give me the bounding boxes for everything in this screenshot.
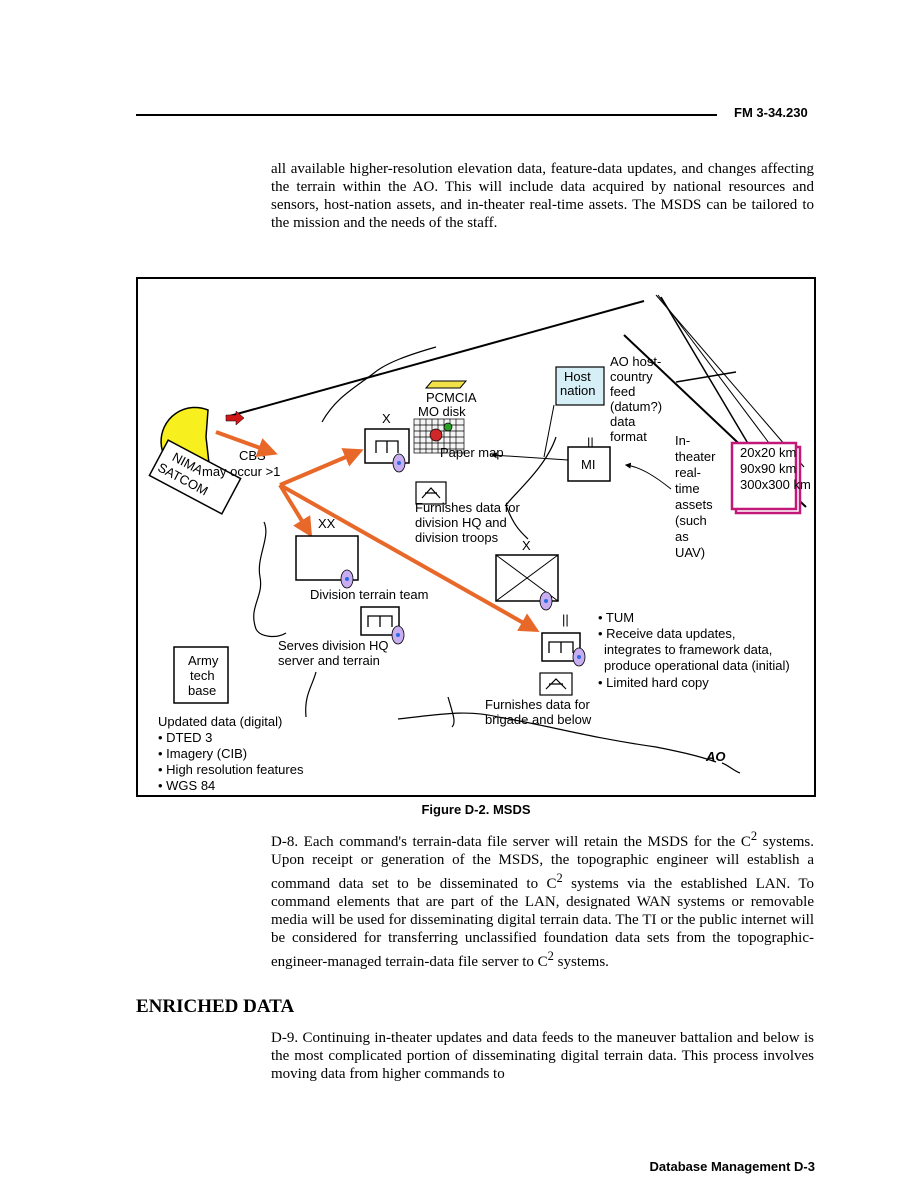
svg-text:time: time xyxy=(675,481,700,496)
div-hq-echelon: X xyxy=(382,411,391,426)
svg-text:division HQ and: division HQ and xyxy=(415,515,507,530)
tum-echelon: || xyxy=(562,612,569,627)
svg-text:(datum?): (datum?) xyxy=(610,399,662,414)
svg-text:300x300 km: 300x300 km xyxy=(740,477,811,492)
svg-text:• WGS 84: • WGS 84 xyxy=(158,778,215,793)
svg-text:• Limited hard copy: • Limited hard copy xyxy=(598,675,709,690)
svg-text:real-: real- xyxy=(675,465,701,480)
may-occur-label: may occur >1 xyxy=(202,464,280,479)
ao-host-feed-text: AO host- country feed (datum?) data form… xyxy=(610,354,662,444)
host-label: Host xyxy=(564,369,591,384)
pcmcia-label: PCMCIA xyxy=(426,390,477,405)
svg-text:• Receive data updates,: • Receive data updates, xyxy=(598,626,736,641)
svg-text:Army: Army xyxy=(188,653,219,668)
furnishes-brigade-text: Furnishes data for brigade and below xyxy=(485,697,592,727)
header-rule xyxy=(136,114,717,116)
svg-text:integrates to framework data,: integrates to framework data, xyxy=(604,642,772,657)
coverage-area-boxes: 20x20 km 90x90 km 300x300 km xyxy=(730,441,811,515)
updated-data-list: Updated data (digital) • DTED 3 • Imager… xyxy=(158,714,304,793)
header-doc-id: FM 3-34.230 xyxy=(734,105,808,120)
svg-text:assets: assets xyxy=(675,497,713,512)
pcmcia-card-icon xyxy=(424,380,468,389)
svg-text:theater: theater xyxy=(675,449,716,464)
svg-text:• TUM: • TUM xyxy=(598,610,634,625)
in-theater-text: In- theater real- time assets (such as U… xyxy=(675,433,716,560)
paragraph-2: D-8. Each command's terrain-data file se… xyxy=(271,829,814,970)
div-echelon: XX xyxy=(318,516,336,531)
bde-echelon: X xyxy=(522,538,531,553)
serves-division-label-2: server and terrain xyxy=(278,653,380,668)
svg-text:Furnishes data for: Furnishes data for xyxy=(415,500,520,515)
ao-label: AO xyxy=(705,749,726,764)
svg-text:tech: tech xyxy=(190,668,215,683)
svg-text:• High resolution features: • High resolution features xyxy=(158,762,304,777)
feed-arrows xyxy=(490,404,672,490)
mi-label: MI xyxy=(581,457,595,472)
area-boundary-lines xyxy=(253,346,741,774)
disk-icon xyxy=(572,647,586,667)
nation-label: nation xyxy=(560,383,595,398)
svg-text:(such: (such xyxy=(675,513,707,528)
paragraph-3: D-9. Continuing in-theater updates and d… xyxy=(271,1030,814,1082)
disk-icon xyxy=(340,569,354,589)
nima-satcom-box: NIMA SATCOM xyxy=(148,439,242,515)
svg-text:division troops: division troops xyxy=(415,530,499,545)
section-heading: ENRICHED DATA xyxy=(136,996,295,1017)
svg-text:20x20 km: 20x20 km xyxy=(740,445,796,460)
serves-division-label: Serves division HQ xyxy=(278,638,389,653)
disk-icon xyxy=(539,591,553,611)
mi-echelon: || xyxy=(587,435,594,450)
svg-text:• Imagery (CIB): • Imagery (CIB) xyxy=(158,746,247,761)
figure-frame xyxy=(136,277,816,797)
svg-text:Furnishes data for: Furnishes data for xyxy=(485,697,590,712)
svg-text:format: format xyxy=(610,429,647,444)
svg-text:base: base xyxy=(188,683,216,698)
paper-map-grid-icon xyxy=(413,418,465,454)
disk-icon xyxy=(392,453,406,473)
svg-text:feed: feed xyxy=(610,384,635,399)
page-footer: Database Management D-3 xyxy=(649,1159,815,1174)
army-tech-base-box xyxy=(173,646,229,704)
paragraph-1: all available higher-resolution elevatio… xyxy=(271,161,814,231)
svg-text:90x90 km: 90x90 km xyxy=(740,461,796,476)
svg-text:produce operational data (init: produce operational data (initial) xyxy=(604,658,790,673)
svg-text:In-: In- xyxy=(675,433,690,448)
dissemination-arrows xyxy=(215,430,540,632)
svg-text:country: country xyxy=(610,369,653,384)
paper-map-label: Paper map xyxy=(440,445,504,460)
svg-text:UAV): UAV) xyxy=(675,545,705,560)
msds-diagram: NIMA SATCOM CBS may occur >1 PCMCIA MO d… xyxy=(148,294,811,793)
tum-description: • TUM • Receive data updates, integrates… xyxy=(598,610,790,690)
svg-text:Updated data (digital): Updated data (digital) xyxy=(158,714,282,729)
uplink-lines xyxy=(225,294,807,508)
furnishes-division-text: Furnishes data for division HQ and divis… xyxy=(415,500,520,545)
svg-text:as: as xyxy=(675,529,689,544)
army-tech-base-label: Army tech base xyxy=(188,653,219,698)
host-nation-box xyxy=(555,366,605,406)
svg-text:• DTED 3: • DTED 3 xyxy=(158,730,212,745)
svg-text:brigade and below: brigade and below xyxy=(485,712,592,727)
svg-text:data: data xyxy=(610,414,636,429)
figure-caption: Figure D-2. MSDS xyxy=(421,802,531,817)
division-terrain-team-label: Division terrain team xyxy=(310,587,429,602)
disk-icon xyxy=(391,625,405,645)
mi-unit xyxy=(567,446,611,482)
svg-text:AO host-: AO host- xyxy=(610,354,661,369)
mo-disk-label: MO disk xyxy=(418,404,466,419)
